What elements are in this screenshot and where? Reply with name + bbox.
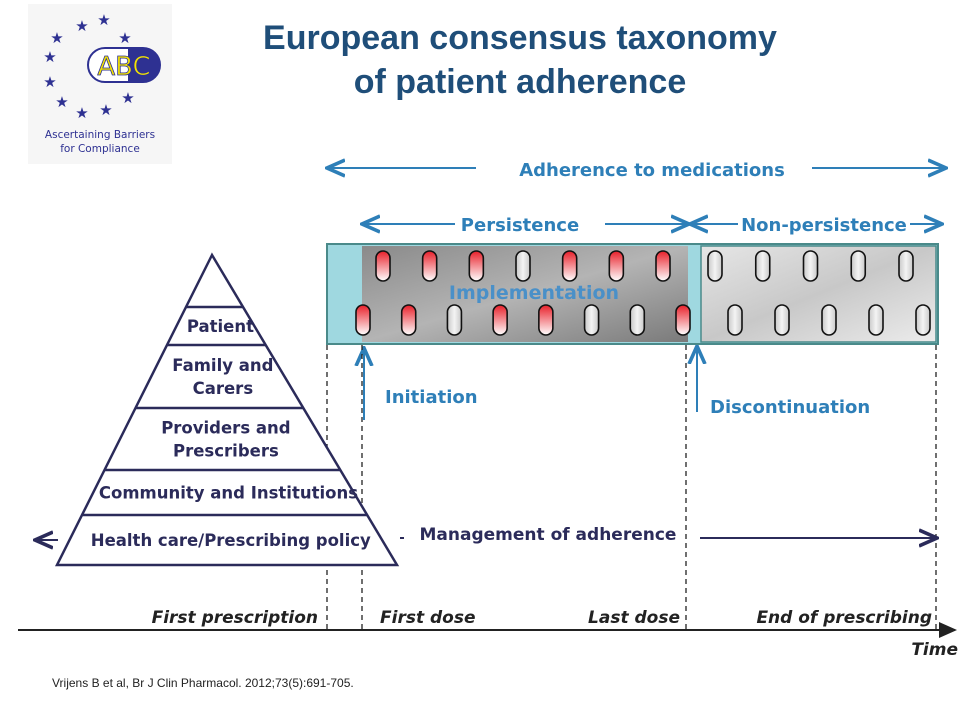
pyramid-level-label: Patient [187,317,254,336]
discontinuation-label: Discontinuation [710,397,870,418]
adherence-pyramid [54,252,400,567]
slide-title: European consensus taxonomy of patient a… [263,19,777,101]
missed-dose-pill [774,304,790,336]
missed-dose-pill [898,250,914,282]
taken-dose-pill [468,250,485,282]
taken-dose-pill [400,304,417,336]
pyramid-level: Community and Institutions [99,484,358,503]
pyramid-level-label: Prescribers [173,442,279,461]
implementation-label: Implementation [449,282,619,304]
pyramid-level: Health care/Prescribing policy [91,531,371,550]
taken-dose-pill [538,304,554,336]
persistence-label: Persistence [461,215,579,236]
svg-text:for Compliance: for Compliance [60,143,140,155]
star-icon: ★ [50,29,63,47]
star-icon: ★ [43,73,56,91]
missed-dose-pill [583,304,600,336]
missed-dose-pill [802,250,819,282]
missed-dose-pill [915,304,931,336]
missed-dose-pill [850,250,867,282]
star-icon: ★ [75,104,88,122]
taken-dose-pill [375,250,391,282]
time-axis-label: Time [911,640,958,660]
missed-dose-pill [727,304,743,336]
taken-dose-pill [655,250,671,282]
pyramid-level-label: Health care/Prescribing policy [91,531,371,550]
missed-dose-pill [707,250,723,282]
star-icon: ★ [75,17,88,35]
taken-dose-pill [675,304,691,336]
taken-dose-pill [492,304,508,336]
non-persistence-label: Non-persistence [741,215,907,236]
adherence-label: Adherence to medications [519,160,785,181]
star-icon: ★ [99,101,112,119]
missed-dose-pill [754,250,771,282]
star-icon: ★ [43,48,56,66]
first-dose-label: First dose [380,608,475,628]
abc-logo: ★★★★★★★★★★ ABC Ascertaining Barriers for… [28,4,172,164]
star-icon: ★ [97,11,110,29]
citation: Vrijens B et al, Br J Clin Pharmacol. 20… [52,676,354,690]
pyramid-level: Patient [187,317,254,336]
missed-dose-pill [868,304,884,336]
dose-timeline-box: Implementation [326,243,939,345]
pyramid-level-label: Carers [193,379,254,398]
pyramid-level-label: Family and [172,356,273,375]
taken-dose-pill [561,250,578,282]
initiation-label: Initiation [385,387,478,408]
end-prescribing-label: End of prescribing [756,608,932,628]
missed-dose-pill [446,304,463,336]
taken-dose-pill [608,250,625,282]
missed-dose-pill [629,304,646,336]
taken-dose-pill [355,304,371,336]
missed-dose-pill [515,250,531,282]
svg-text:ABC: ABC [97,52,150,82]
star-icon: ★ [55,93,68,111]
first-prescription-label: First prescription [152,608,318,628]
pyramid-level-label: Providers and [161,419,290,438]
last-dose-label: Last dose [588,608,680,628]
svg-text:Ascertaining Barriers: Ascertaining Barriers [45,129,155,141]
star-icon: ★ [121,89,134,107]
pyramid-level-label: Community and Institutions [99,484,358,503]
missed-dose-pill [821,304,837,336]
star-icon: ★ [118,29,131,47]
management-label: Management of adherence [420,525,677,545]
taken-dose-pill [421,250,438,282]
